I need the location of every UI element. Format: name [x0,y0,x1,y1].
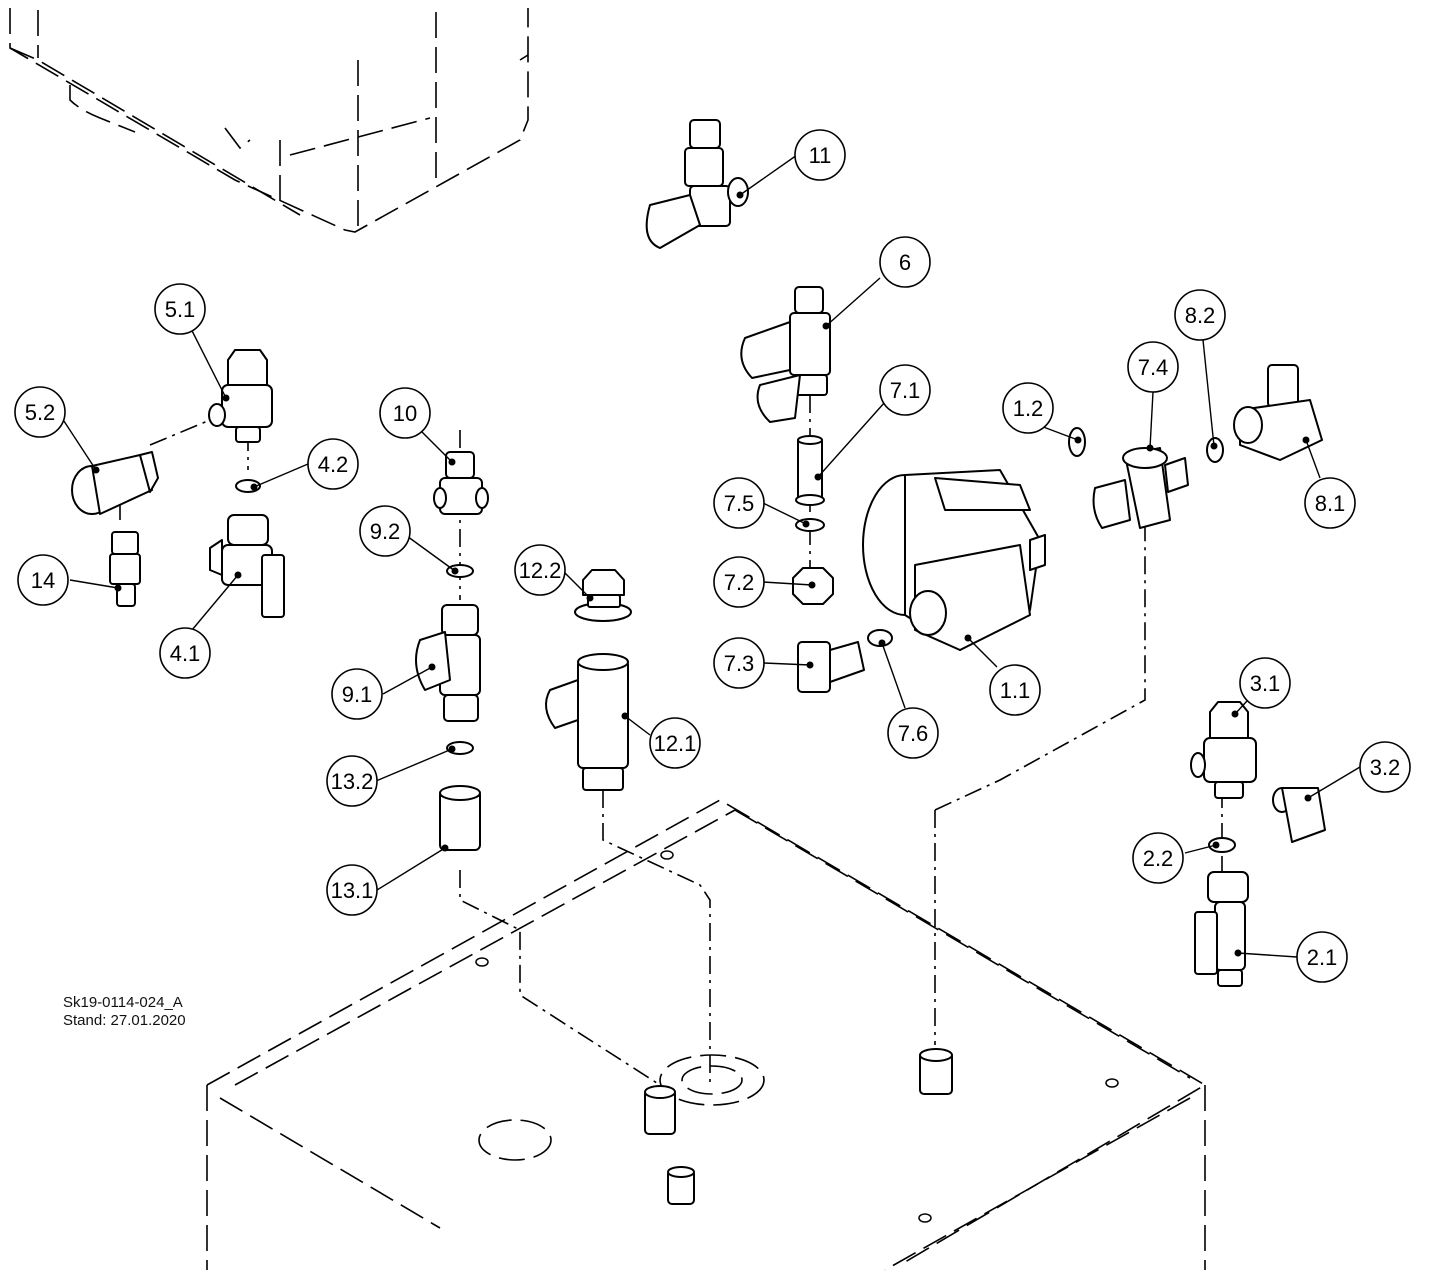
callout-label: 10 [393,401,417,426]
callout-12-1: 12.1 [649,717,701,769]
callout-label: 4.2 [318,452,349,477]
part-8-1-fitting [1233,364,1323,461]
part-10-cross [433,451,489,515]
callout-label: 7.1 [890,378,921,403]
leader-lines [59,154,1361,958]
callout-2-2: 2.2 [1132,832,1184,884]
callout-7-3: 7.3 [713,637,765,689]
callout-label: 7.4 [1138,355,1169,380]
washers [235,427,1236,853]
part-1-1-pump [862,469,1046,651]
callout-label: 1.1 [1000,678,1031,703]
part-9-1-valve [415,604,481,722]
callout-12-2: 12.2 [514,544,566,596]
callout-7-4: 7.4 [1127,341,1179,393]
callout-8-2: 8.2 [1174,289,1226,341]
part-5-2-elbow [71,451,159,515]
callout-11: 11 [794,129,846,181]
part-7-1-pipe [795,435,825,506]
housing-socket-left [644,1085,695,1205]
part-11-valve [645,119,749,249]
callout-3-2: 3.2 [1359,741,1411,793]
callout-label: 2.1 [1307,945,1338,970]
callout-7-2: 7.2 [713,556,765,608]
part-12-2-plug [582,569,625,608]
drawing-date: Stand: 27.01.2020 [63,1012,186,1029]
callout-14: 14 [17,554,69,606]
callout-label: 13.2 [331,769,374,794]
callout-label: 9.1 [342,682,373,707]
part-12-1-valve [545,653,629,791]
upper-housing-outline [9,8,529,233]
callout-label: 7.3 [724,651,755,676]
part-2-1-ball-valve [1194,871,1249,987]
callout-1-2: 1.2 [1002,382,1054,434]
callout-7-1: 7.1 [879,364,931,416]
callout-label: 13.1 [331,878,374,903]
callout-label: 12.1 [654,731,697,756]
callout-label: 3.1 [1250,671,1281,696]
callout-label: 12.2 [519,558,562,583]
callout-label: 5.2 [25,400,56,425]
callout-label: 7.5 [724,491,755,516]
callout-5-2: 5.2 [14,386,66,438]
callout-label: 14 [31,568,55,593]
callout-10: 10 [379,387,431,439]
callout-label: 7.2 [724,570,755,595]
callout-label: 5.1 [165,297,196,322]
callout-9-1: 9.1 [331,668,383,720]
callout-8-1: 8.1 [1304,477,1356,529]
callout-7-5: 7.5 [713,477,765,529]
housing-socket-right [919,1048,953,1095]
drawing-number: Sk19-0114-024_A [63,994,183,1011]
callout-13-1: 13.1 [326,864,378,916]
part-4-1-ball-valve [209,514,285,618]
callout-label: 8.1 [1315,491,1346,516]
callout-5-1: 5.1 [154,283,206,335]
callout-2-1: 2.1 [1296,931,1348,983]
callout-label: 6 [899,250,911,275]
callout-4-1: 4.1 [159,627,211,679]
callout-1-1: 1.1 [989,664,1041,716]
callout-label: 9.2 [370,519,401,544]
part-6-tee [740,286,831,423]
part-14-nipple [109,531,141,607]
callout-label: 2.2 [1143,846,1174,871]
callout-label: 4.1 [170,641,201,666]
callout-label: 11 [809,143,832,168]
callout-9-2: 9.2 [359,505,411,557]
part-3-2-elbow [1272,787,1326,843]
callout-4-2: 4.2 [307,438,359,490]
part-7-3-elbow [797,641,865,693]
callout-6: 6 [879,236,931,288]
part-5-1-valve [208,349,273,443]
part-3-1-valve [1190,701,1257,799]
lower-housing-outline [206,799,1207,1271]
callout-13-2: 13.2 [326,755,378,807]
callout-label: 7.6 [898,721,929,746]
callout-7-6: 7.6 [887,707,939,759]
callout-label: 1.2 [1013,396,1044,421]
callout-label: 8.2 [1185,303,1216,328]
part-7-4-fitting [1092,447,1189,529]
leader-dots [92,191,1312,957]
part-13-1-socket [439,785,481,851]
callout-3-1: 3.1 [1239,657,1291,709]
callout-label: 3.2 [1370,755,1401,780]
